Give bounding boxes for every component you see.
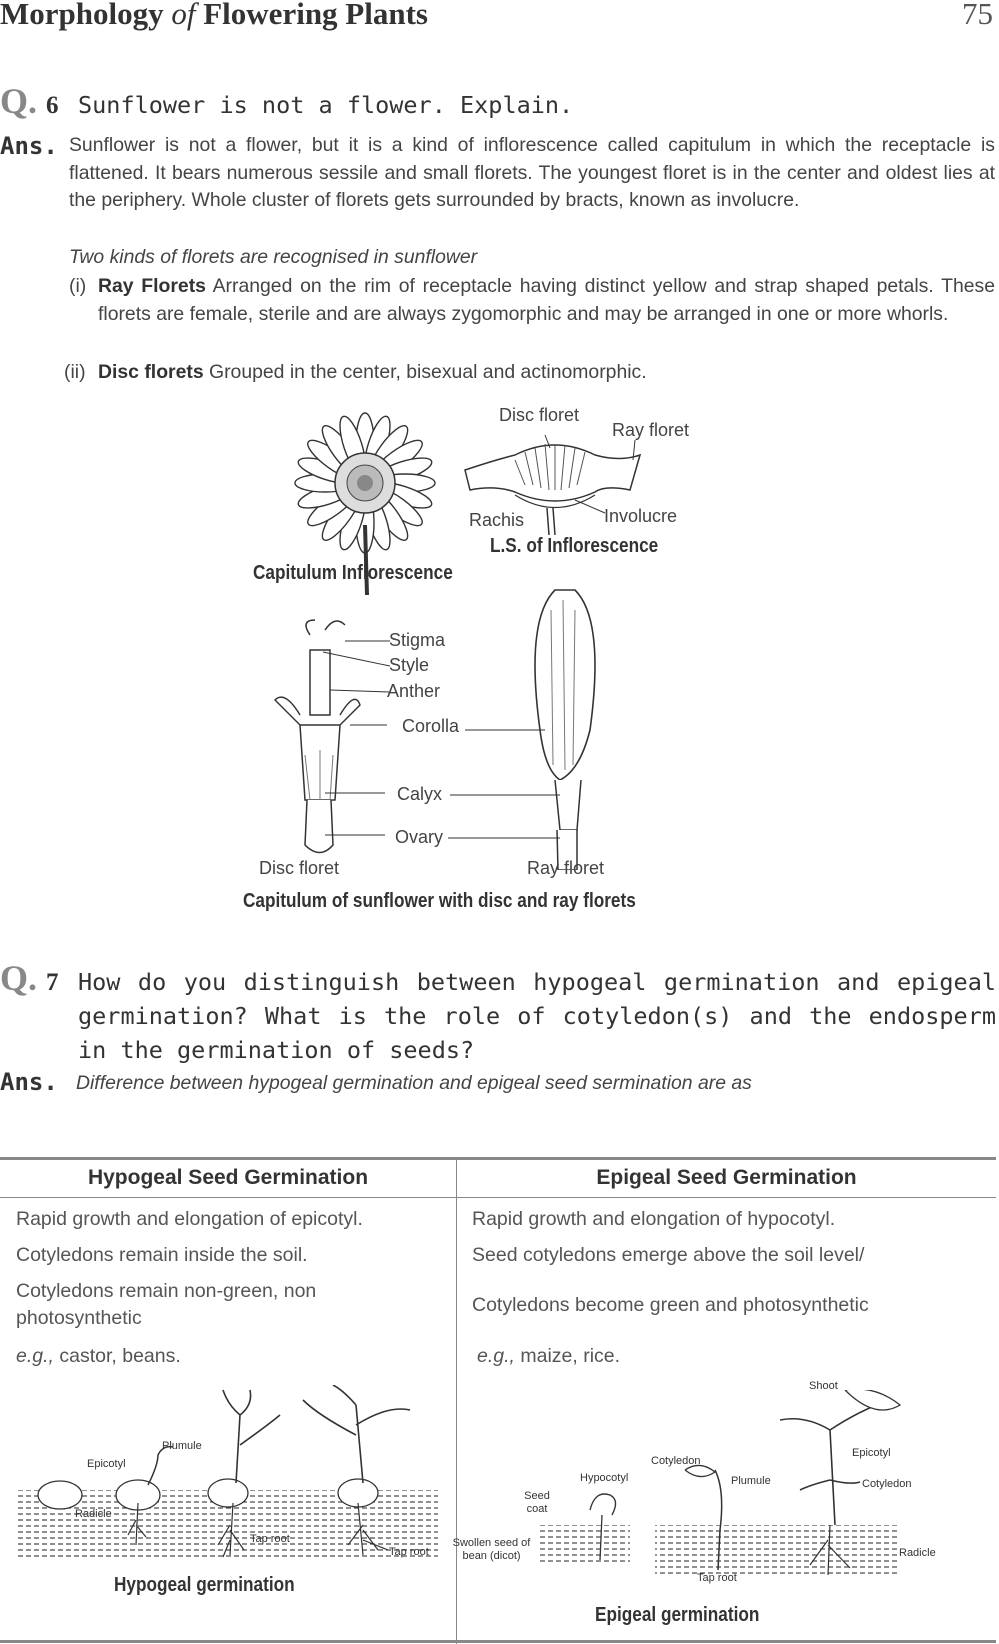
fig1-capitulum-caption: Capitulum Inflorescence [253, 562, 453, 584]
q7-ans-label: Ans. [0, 1068, 58, 1096]
epigeal-germination-illustration [540, 1390, 902, 1576]
header-title-part3: Flowering Plants [203, 0, 428, 31]
ls-inflorescence-illustration [464, 434, 642, 536]
table-row4-left: e.g., castor, beans. [16, 1343, 181, 1370]
florets-illustration [274, 589, 596, 870]
table-row2-right: Seed cotyledons emerge above the soil le… [472, 1244, 865, 1266]
q6-item2: Disc florets Grouped in the center, bise… [98, 359, 647, 387]
hypo-radicle-label: Radicle [75, 1508, 112, 1520]
table-top-rule [0, 1157, 996, 1160]
q6-num: 6 [46, 92, 59, 119]
q6-item2-term: Disc florets [98, 361, 204, 383]
q6-item2-text: Grouped in the center, bisexual and acti… [209, 361, 647, 383]
table-header-hypogeal: Hypogeal Seed Germination [87, 1166, 369, 1189]
epigeal-caption: Epigeal germination [595, 1604, 760, 1626]
q7-label: Q. [0, 958, 38, 998]
fig2-corolla-label: Corolla [402, 716, 460, 736]
q6-item1: Ray Florets Arranged on the rim of recep… [98, 273, 995, 328]
page-number: 75 [962, 0, 993, 31]
fig1-involucre-label: Involucre [604, 506, 678, 526]
table-bottom-rule [0, 1640, 996, 1643]
table-row2-left: Cotyledons remain inside the soil. [16, 1244, 308, 1266]
fig2-stigma-label: Stigma [389, 630, 446, 650]
epi-swollen-seed-label: Swollen seed of bean (dicot) [452, 1537, 531, 1562]
table-column-divider [456, 1160, 457, 1644]
q6-answer: Sunflower is not a flower, but it is a k… [69, 134, 995, 211]
epi-cotyledon-right-label: Cotyledon [862, 1478, 912, 1490]
eg-text-right: maize, rice. [520, 1345, 621, 1367]
hypo-epicotyl-label: Epicotyl [87, 1458, 126, 1470]
epi-taproot-label: Tap root [697, 1572, 737, 1584]
q7-answer-intro: Difference between hypogeal germination … [76, 1072, 752, 1094]
hypo-taproot-label-2: Tap root [389, 1546, 429, 1558]
epi-epicotyl-label: Epicotyl [852, 1447, 891, 1459]
hypo-plumule-label: Plumule [162, 1440, 202, 1452]
q6-item1-num: (i) [69, 275, 87, 297]
epi-seed-coat-label: Seed coat [524, 1490, 550, 1515]
q6-ans-label: Ans. [0, 132, 58, 160]
q6-item1-term: Ray Florets [98, 275, 206, 297]
q6-item2-num: (ii) [64, 361, 86, 383]
hypogeal-germination-illustration [18, 1385, 438, 1558]
q6-kinds-intro: Two kinds of florets are recognised in s… [69, 246, 478, 268]
header-title-part1: Morphology [0, 0, 164, 31]
fig2-ovary-label: Ovary [395, 827, 444, 847]
fig2-disc-floret-label: Disc floret [259, 858, 340, 878]
q6-label: Q. [0, 81, 38, 121]
fig2-anther-label: Anther [387, 681, 441, 701]
fig2-caption: Capitulum of sunflower with disc and ray… [243, 890, 636, 912]
table-row4-right: e.g., maize, rice. [477, 1343, 620, 1370]
q6-question: Sunflower is not a flower. Explain. [78, 91, 574, 119]
fig1-disc-floret-label: Disc floret [499, 405, 580, 425]
table-header-rule [0, 1197, 996, 1198]
fig2-ray-floret-label: Ray floret [527, 858, 605, 878]
sunflower-head-illustration [294, 412, 436, 595]
epi-shoot-label: Shoot [809, 1380, 838, 1392]
fig1-ls-caption: L.S. of Inflorescence [490, 535, 659, 557]
table-header-epigeal: Epigeal Seed Germination [596, 1166, 857, 1189]
q7-num: 7 [46, 969, 59, 996]
eg-label-right: e.g., [477, 1345, 515, 1367]
table-row1-left: Rapid growth and elongation of epicotyl. [16, 1208, 363, 1230]
epi-radicle-label: Radicle [899, 1547, 936, 1559]
running-header-title: Morphology of Flowering Plants [0, 0, 428, 32]
hypo-taproot-label-1: Tap root [250, 1533, 290, 1545]
table-row3-left: Cotyledons remain non-green, non photosy… [16, 1280, 317, 1329]
eg-text-left: castor, beans. [59, 1345, 181, 1367]
q6-item1-text: Arranged on the rim of receptacle having… [98, 275, 995, 325]
eg-label-left: e.g., [16, 1345, 54, 1367]
fig1-rachis-label: Rachis [469, 510, 525, 530]
fig2-style-label: Style [389, 655, 430, 675]
fig1-ray-floret-label: Ray floret [612, 420, 690, 440]
epi-hypocotyl-label: Hypocotyl [580, 1472, 629, 1484]
fig2-calyx-label: Calyx [397, 784, 443, 804]
epi-cotyledon-top-label: Cotyledon [651, 1455, 701, 1467]
q7-number: Q. 7 [0, 957, 59, 999]
epi-plumule-label: Plumule [731, 1475, 771, 1487]
q6-number: Q. 6 [0, 80, 59, 122]
table-row1-right: Rapid growth and elongation of hypocotyl… [472, 1208, 836, 1230]
header-title-part2: of [171, 0, 196, 31]
q7-question: How do you distinguish between hypogeal … [78, 968, 996, 1064]
hypogeal-caption: Hypogeal germination [114, 1574, 295, 1596]
table-row3-right: Cotyledons become green and photosynthet… [472, 1294, 869, 1316]
